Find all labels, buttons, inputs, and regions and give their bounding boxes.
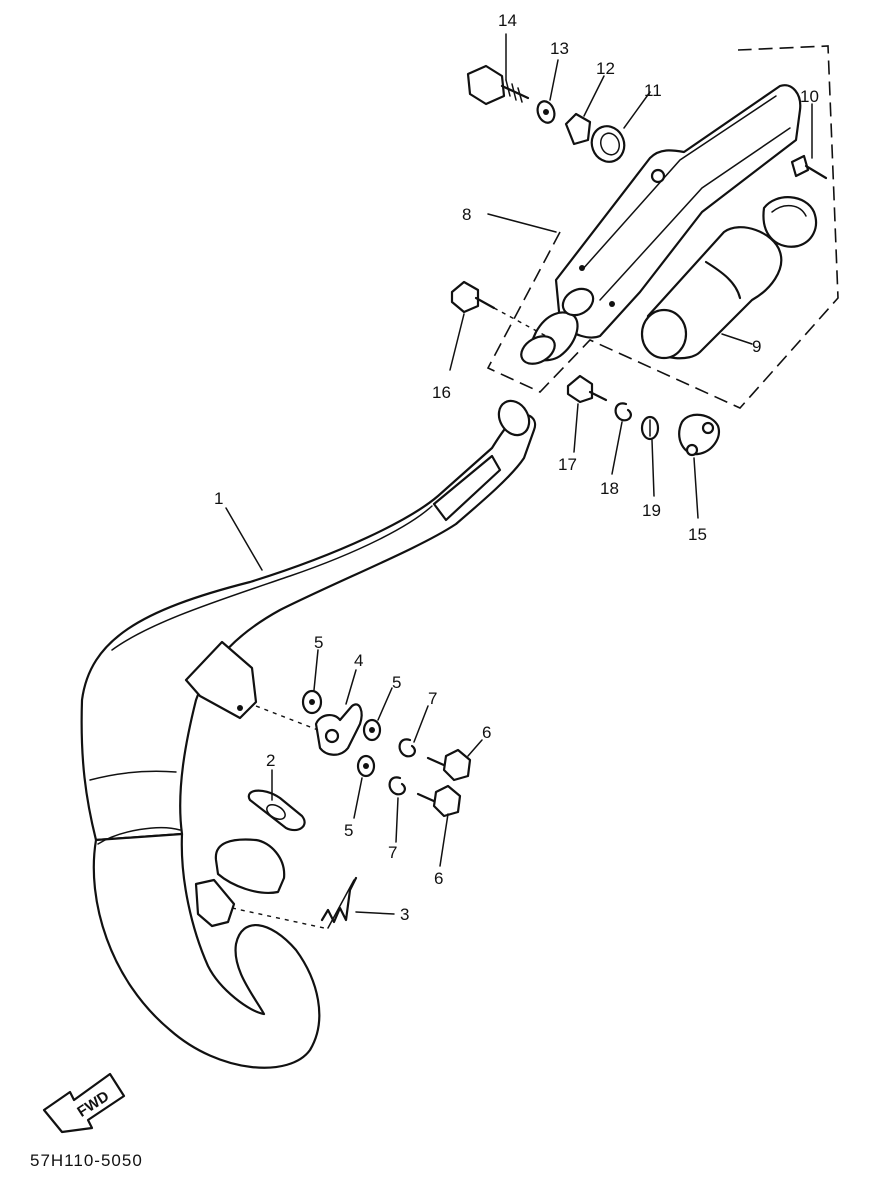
bracket-15 xyxy=(678,413,720,457)
gasket-2 xyxy=(247,789,306,832)
label-7-low: 7 xyxy=(388,843,397,862)
washer-18 xyxy=(614,402,632,422)
label-5-mid: 5 xyxy=(392,673,401,692)
label-9: 9 xyxy=(752,337,761,356)
grommet-11 xyxy=(590,125,626,163)
bolt-16 xyxy=(450,280,547,337)
silencer-group-outline xyxy=(486,45,839,409)
spring-3 xyxy=(320,876,358,929)
washer-7-top xyxy=(398,738,416,758)
label-18: 18 xyxy=(600,479,619,498)
label-12: 12 xyxy=(596,59,615,78)
washer-7-low xyxy=(388,776,406,796)
washer-5-top xyxy=(301,689,323,715)
label-4: 4 xyxy=(354,651,363,670)
silencer-packing xyxy=(640,196,818,360)
diagram-code: 57H110-5050 xyxy=(30,1151,143,1170)
bolt-6-top xyxy=(426,748,472,782)
washer-13 xyxy=(536,100,556,124)
bolt-6-low xyxy=(416,784,462,818)
collar-12 xyxy=(564,112,592,146)
washer-5-low xyxy=(356,754,376,778)
bolt-14 xyxy=(466,64,530,106)
label-2: 2 xyxy=(266,751,275,770)
silencer xyxy=(520,84,802,365)
label-5-low: 5 xyxy=(344,821,353,840)
exhaust-pipe xyxy=(80,399,537,1069)
stay-4 xyxy=(255,703,363,756)
label-11: 11 xyxy=(644,81,662,100)
label-8: 8 xyxy=(462,205,471,224)
fwd-arrow-icon: FWD xyxy=(42,1072,126,1134)
bolt-17 xyxy=(566,374,608,404)
label-19: 19 xyxy=(642,501,661,520)
washer-5-mid xyxy=(362,718,382,742)
leader-lines xyxy=(225,33,813,915)
label-14: 14 xyxy=(498,11,517,30)
label-5-top: 5 xyxy=(314,633,323,652)
label-16: 16 xyxy=(432,383,451,402)
screw-10 xyxy=(790,154,828,180)
label-15: 15 xyxy=(688,525,707,544)
label-10: 10 xyxy=(800,87,819,106)
label-3: 3 xyxy=(400,905,409,924)
manifold-flange xyxy=(194,838,325,929)
label-17: 17 xyxy=(558,455,577,474)
label-6-top: 6 xyxy=(482,723,491,742)
label-7-top: 7 xyxy=(428,689,437,708)
label-6-low: 6 xyxy=(434,869,443,888)
label-13: 13 xyxy=(550,39,569,58)
washer-19 xyxy=(640,415,660,441)
label-1: 1 xyxy=(214,489,223,508)
part-number-labels: 14 13 12 11 10 8 9 16 17 18 19 15 1 5 4 … xyxy=(214,11,819,924)
